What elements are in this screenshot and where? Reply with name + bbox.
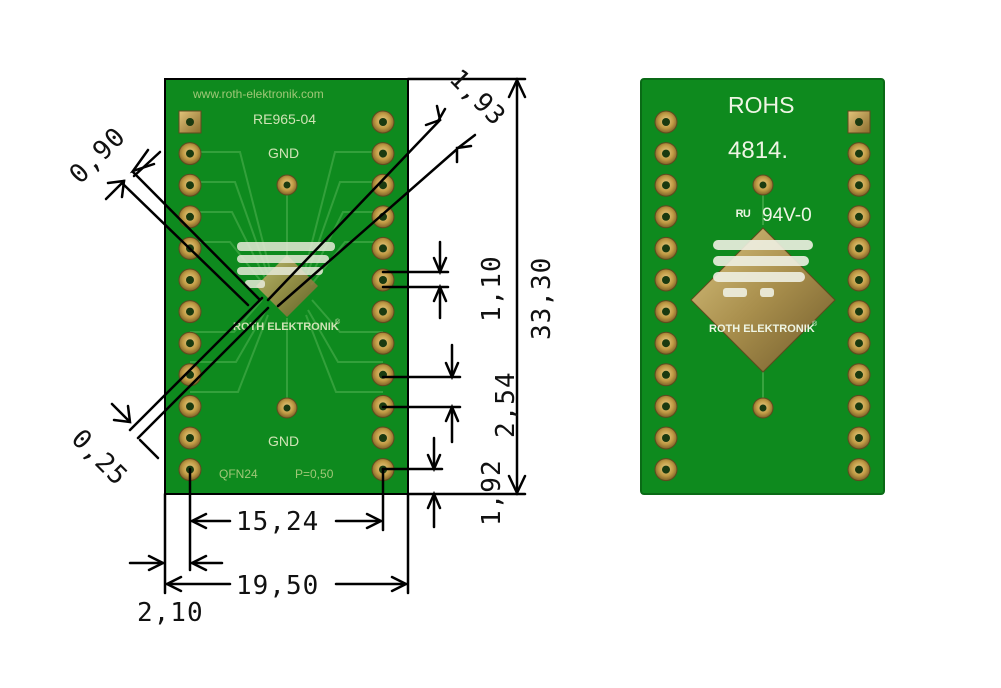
front-board: ROTH ELEKTRONIK ® www.roth-elektronik.co… [164, 78, 409, 495]
front-logo-mark: ® [335, 318, 341, 326]
back-pin-right-11 [847, 426, 871, 450]
ul-mark-icon: ᴿᵁ [736, 208, 750, 225]
back-logo: ROTH ELEKTRONIK ® [690, 227, 836, 373]
back-pin-left-2 [654, 142, 678, 166]
dim-edge-offset-vertical: 1,92 [477, 459, 507, 526]
front-pin-right-5 [371, 236, 395, 260]
front-pin-left-11 [178, 426, 202, 450]
dim-pad-size: 0,90 [64, 122, 132, 190]
front-pin-right-3 [371, 173, 395, 197]
back-pin-right-6 [847, 268, 871, 292]
back-pin-right-8 [847, 331, 871, 355]
front-logo-text: ROTH ELEKTRONIK [233, 321, 339, 333]
front-website: www.roth-elektronik.com [192, 87, 324, 101]
dim-trace-width: 0,25 [65, 424, 133, 492]
dim-pin-pitch: 2,54 [491, 371, 521, 438]
front-part-number: RE965-04 [253, 111, 316, 127]
back-pin-left-5 [654, 236, 678, 260]
dim-board-width: 19,50 [236, 571, 319, 601]
front-pin-right-8 [371, 331, 395, 355]
back-pin-left-9 [654, 363, 678, 387]
back-pin-right-4 [847, 205, 871, 229]
front-pin-left-8 [178, 331, 202, 355]
front-pin-left-2 [178, 142, 202, 166]
back-pin-right-3 [847, 173, 871, 197]
front-gnd-bottom: GND [268, 433, 299, 449]
front-pin-right-2 [371, 142, 395, 166]
dimension-lines [104, 77, 527, 595]
front-pin-left-3 [178, 173, 202, 197]
front-pin-left-10 [178, 394, 202, 418]
dim-board-length: 33,30 [527, 257, 557, 340]
back-pin-left-3 [654, 173, 678, 197]
front-pin-right-7 [371, 300, 395, 324]
back-pin-right-1 [847, 110, 871, 134]
back-pin-right-10 [847, 394, 871, 418]
back-pin-left-1 [654, 110, 678, 134]
front-pin-right-1 [371, 110, 395, 134]
dim-row-distance: 15,24 [236, 507, 319, 537]
front-pin-left-9 [178, 363, 202, 387]
front-package-label: QFN24 [219, 467, 258, 481]
back-logo-mark: ® [812, 320, 818, 328]
front-pitch-label: P=0,50 [295, 467, 334, 481]
front-logo: ROTH ELEKTRONIK ® [233, 242, 341, 333]
back-pin-right-2 [847, 142, 871, 166]
back-pin-right-9 [847, 363, 871, 387]
back-pin-right-7 [847, 300, 871, 324]
back-pin-left-7 [654, 300, 678, 324]
dim-row-spacing: 1,10 [477, 255, 507, 322]
front-pin-right-4 [371, 205, 395, 229]
front-pin-right-11 [371, 426, 395, 450]
back-pin-right-5 [847, 236, 871, 260]
front-pin-left-1 [178, 110, 202, 134]
front-pin-right-9 [371, 363, 395, 387]
back-pin-left-6 [654, 268, 678, 292]
back-pin-left-11 [654, 426, 678, 450]
back-rohs-label: ROHS [728, 92, 794, 118]
back-pin-right-12 [847, 458, 871, 482]
back-pin-left-8 [654, 331, 678, 355]
front-pin-left-4 [178, 205, 202, 229]
front-pin-right-6 [371, 268, 395, 292]
dim-diagonal: 1,93 [443, 64, 511, 132]
back-pin-left-10 [654, 394, 678, 418]
back-date-code: 4814. [728, 137, 788, 164]
back-pin-left-12 [654, 458, 678, 482]
front-gnd-top: GND [268, 145, 299, 161]
front-pin-left-7 [178, 300, 202, 324]
back-flammability: 94V-0 [762, 205, 812, 226]
back-pin-left-4 [654, 205, 678, 229]
back-logo-text: ROTH ELEKTRONIK [709, 323, 815, 335]
back-board: ROHS 4814. ᴿᵁ 94V-0 ROTH ELEKTRONIK ® [640, 78, 885, 495]
dim-edge-offset-horizontal: 2,10 [137, 598, 204, 628]
back-pin-rows [654, 110, 871, 482]
front-pin-left-6 [178, 268, 202, 292]
